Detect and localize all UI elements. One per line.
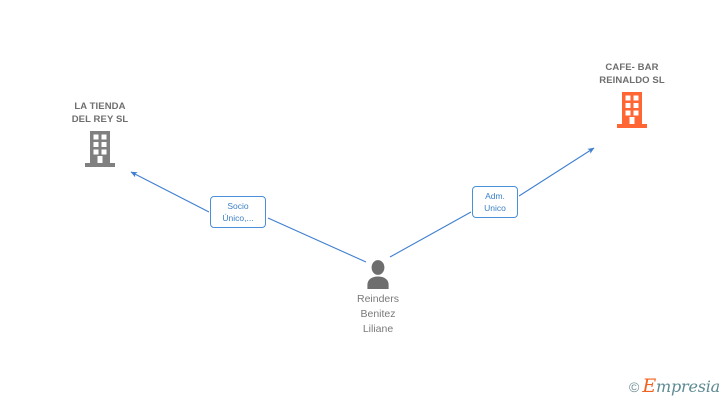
node-title-la-tienda-del-rey-sl: LA TIENDA DEL REY SL (71, 101, 129, 125)
brand-initial: E (642, 375, 656, 397)
brand-rest: mpresia (656, 377, 720, 396)
node-title-reinders-benitez-liliane: Reinders Benitez Liliane (356, 293, 400, 335)
node-company-cafe-bar-reinaldo-sl[interactable]: CAFE- BAR REINALDO SL (552, 62, 712, 129)
person-icon[interactable] (298, 259, 458, 289)
node-company-la-tienda-del-rey-sl[interactable]: LA TIENDA DEL REY SL (20, 101, 180, 168)
edge-label-socio-unico[interactable]: Socio Único,... (210, 196, 266, 228)
copyright-icon: © (629, 378, 640, 395)
brand-wordmark: Empresia (642, 377, 720, 396)
edge-label-adm-unico[interactable]: Adm. Unico (472, 186, 518, 218)
building-icon[interactable] (552, 91, 712, 129)
building-icon[interactable] (20, 130, 180, 168)
node-title-cafe-bar-reinaldo-sl: CAFE- BAR REINALDO SL (599, 62, 665, 86)
node-person-reinders-benitez-liliane[interactable]: Reinders Benitez Liliane (298, 259, 458, 337)
empresia-watermark: © Empresia (629, 377, 720, 396)
